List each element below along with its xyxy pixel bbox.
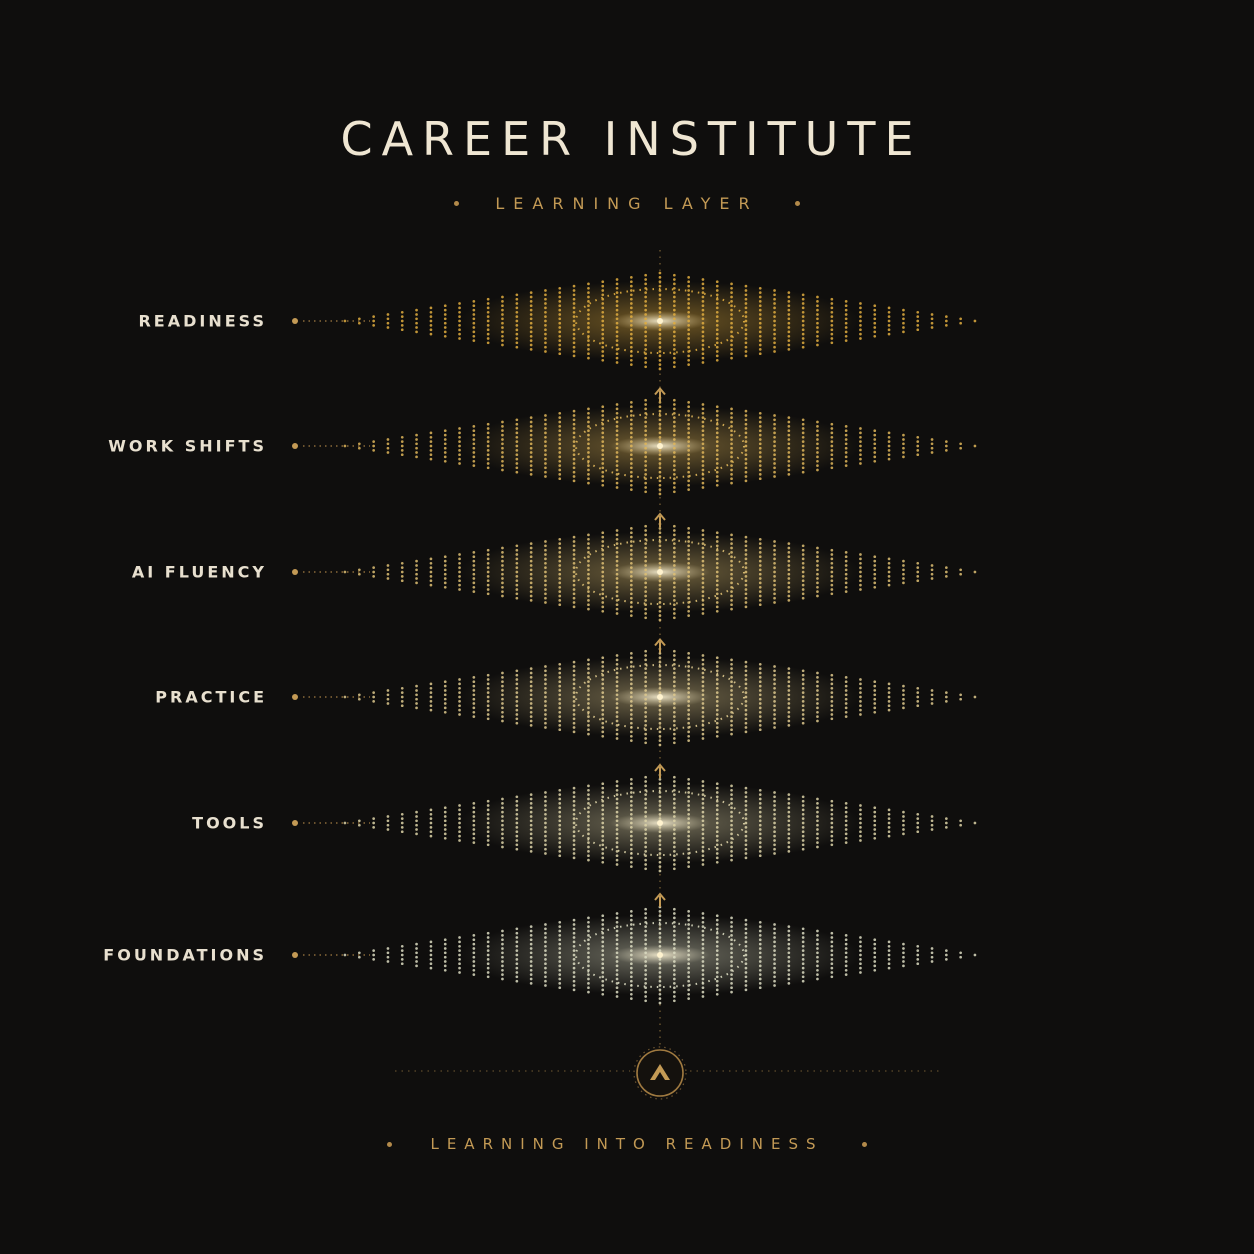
focus-ring: [575, 413, 745, 479]
subtitle-text: LEARNING LAYER: [495, 194, 759, 213]
layer-core: [657, 952, 663, 958]
leader-node-dot: [292, 952, 298, 958]
leader-node-dot: [292, 318, 298, 324]
layer-label-foundations: FOUNDATIONS: [103, 945, 267, 965]
footer-tagline: LEARNING INTO READINESS: [0, 1135, 1254, 1153]
layer-label-readiness: READINESS: [138, 311, 267, 331]
arrow-up-icon: [654, 386, 666, 402]
layer-label-tools: TOOLS: [192, 813, 267, 833]
subtitle-left-dot: [454, 201, 460, 206]
focus-ring: [575, 288, 745, 354]
leader-node-dot: [292, 694, 298, 700]
focus-ring: [575, 664, 745, 730]
leader-node-dot: [292, 820, 298, 826]
footer-right-dot: [861, 1141, 867, 1147]
layer-plane-5: [292, 773, 977, 873]
focus-ring: [575, 922, 745, 988]
arrow-up-icon: [654, 512, 666, 527]
arrow-up-icon: [654, 892, 666, 907]
arrow-up-icon: [654, 763, 666, 778]
layer-plane-2: [292, 396, 977, 496]
footer-left-dot: [387, 1141, 393, 1147]
arrow-up-icon: [654, 637, 666, 653]
focus-ring: [575, 539, 745, 605]
layer-label-ai-fluency: AI FLUENCY: [131, 562, 267, 582]
leader-node-dot: [292, 443, 298, 449]
chevron-up-icon: [633, 1046, 687, 1100]
subtitle-right-dot: [794, 201, 800, 206]
subtitle: LEARNING LAYER: [0, 194, 1254, 213]
page-title: CAREER INSTITUTE: [340, 112, 923, 166]
leader-node-dot: [292, 569, 298, 575]
layer-core: [657, 694, 663, 700]
layer-plane-1: [292, 271, 977, 371]
layer-plane-4: [292, 647, 977, 747]
layer-core: [657, 318, 663, 324]
layer-core: [657, 569, 663, 575]
layer-core: [657, 443, 663, 449]
layer-core: [657, 820, 663, 826]
layer-plane-3: [292, 522, 977, 622]
layer-label-work-shifts: WORK SHIFTS: [108, 436, 267, 456]
layer-plane-6: [292, 905, 977, 1005]
layer-label-practice: PRACTICE: [155, 687, 267, 707]
focus-ring: [575, 790, 745, 856]
footer-text: LEARNING INTO READINESS: [430, 1135, 824, 1153]
